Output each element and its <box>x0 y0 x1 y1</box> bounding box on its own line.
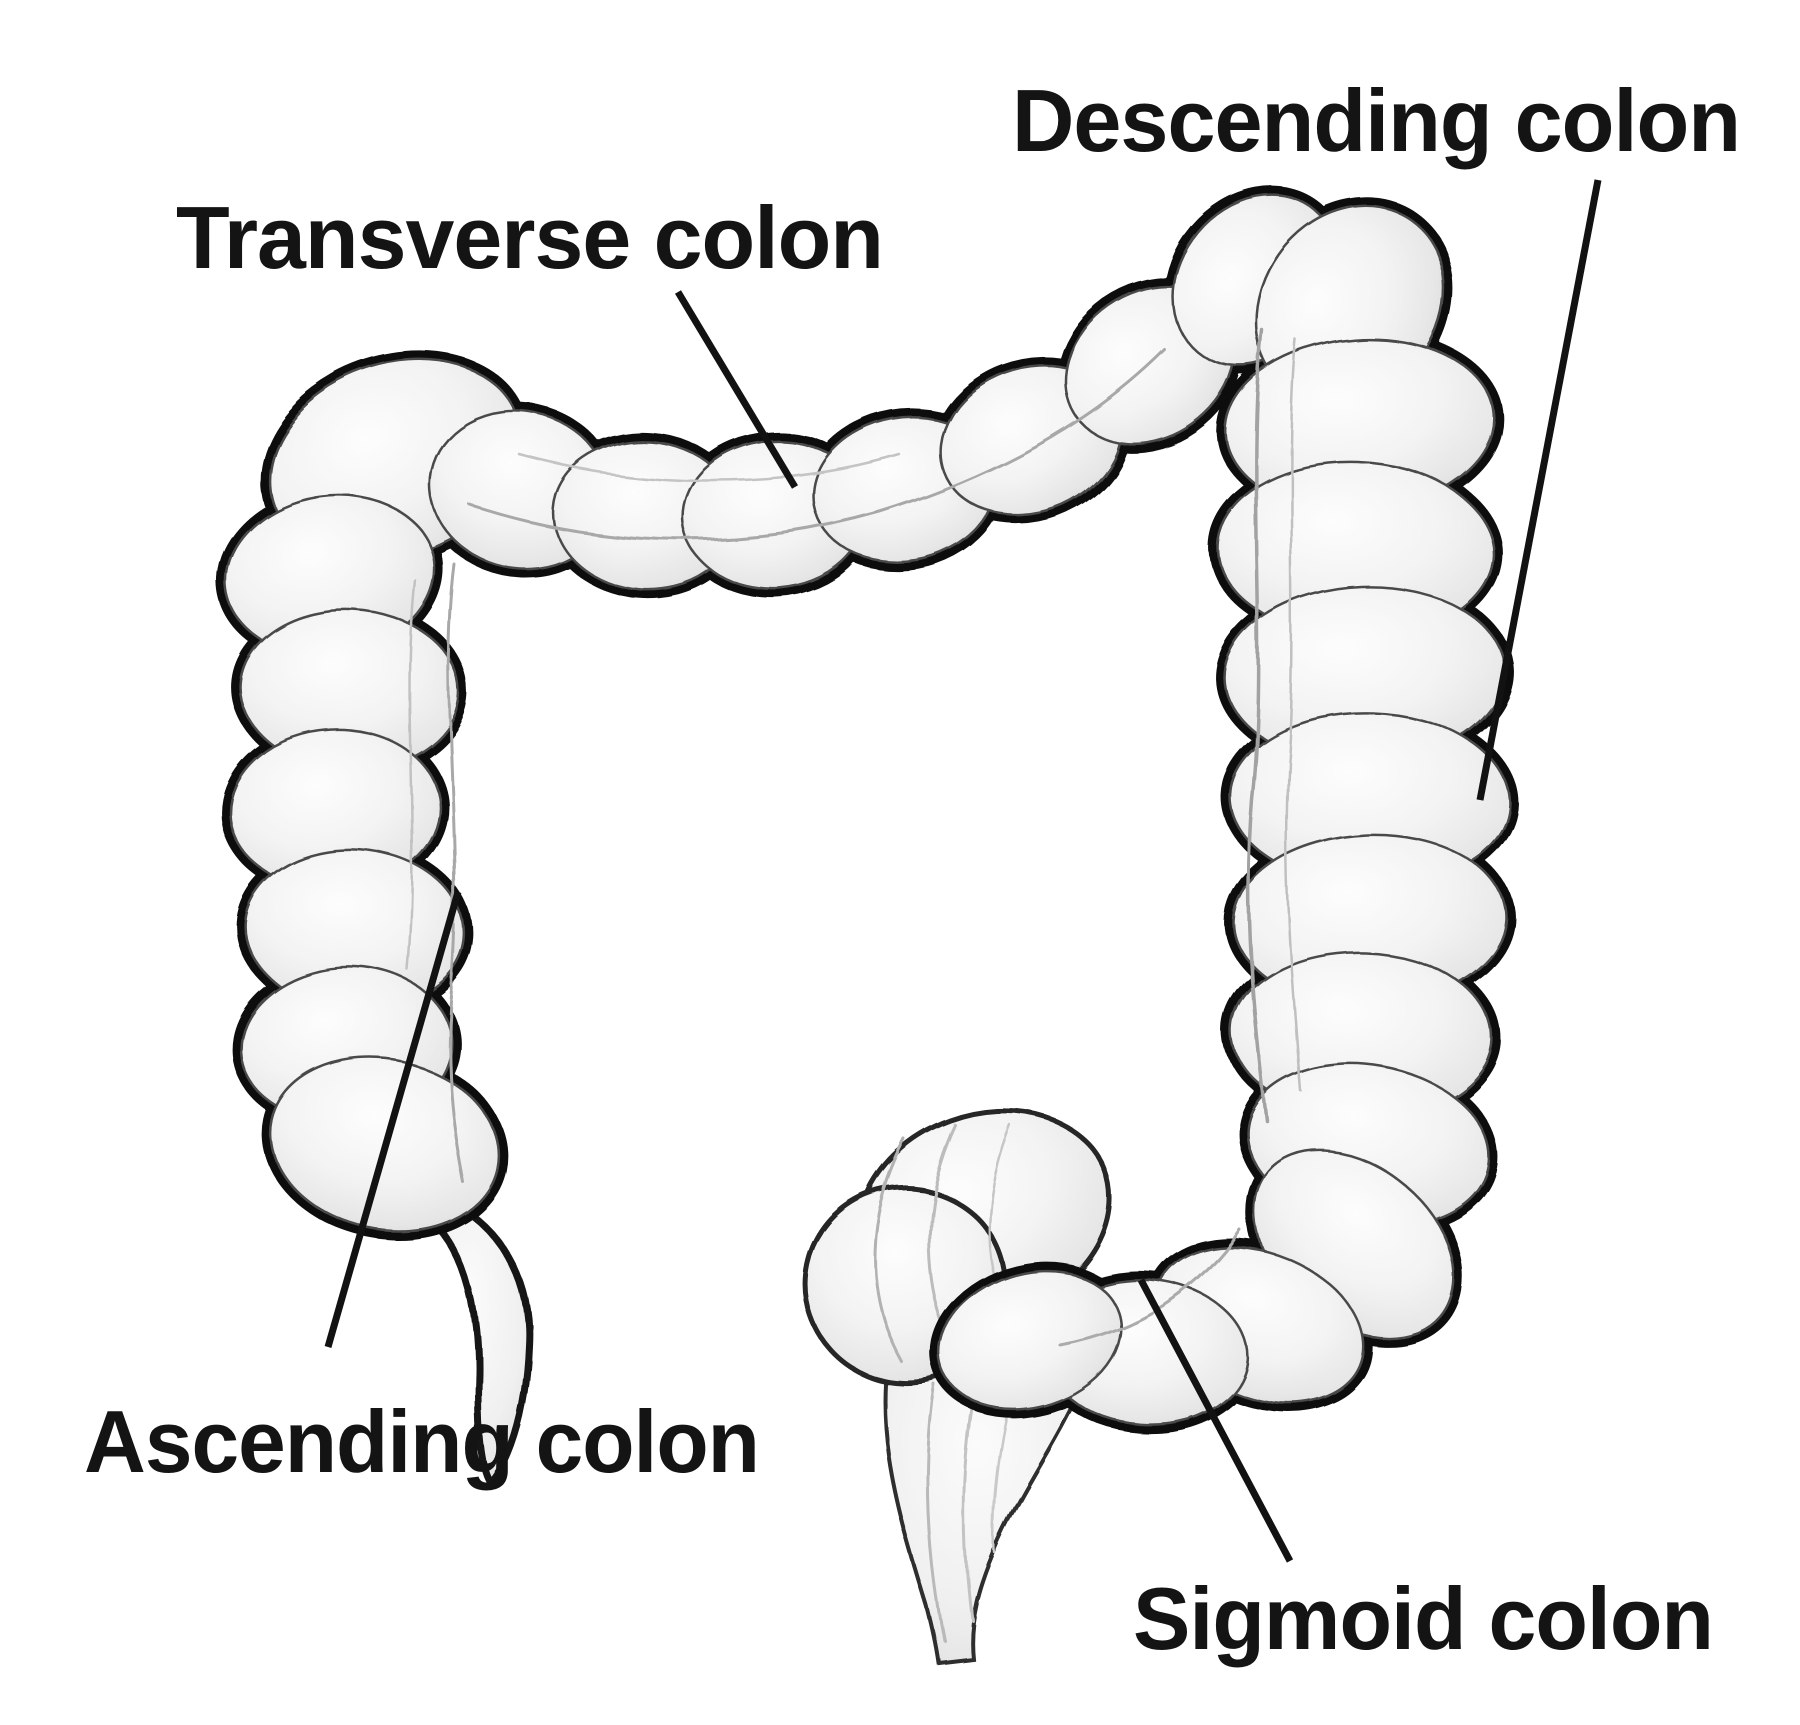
ascending-colon-leader-line <box>324 891 462 1348</box>
descending-colon-label: Descending colon <box>1012 71 1740 170</box>
sigmoid-colon-leader-line <box>1137 1278 1294 1563</box>
annotations: Transverse colon Descending colon Ascend… <box>84 71 1741 1668</box>
transverse-colon-leader-line <box>674 290 799 489</box>
sigmoid-colon-label: Sigmoid colon <box>1133 1569 1713 1668</box>
descending-colon-leader-line <box>1476 179 1602 801</box>
fold-details <box>406 328 1302 1347</box>
colon-haustra <box>224 193 1512 1426</box>
transverse-colon-label: Transverse colon <box>176 188 883 287</box>
appendix-illustration <box>420 1193 532 1488</box>
colon-illustration <box>216 185 1519 1665</box>
ascending-colon-label: Ascending colon <box>84 1392 759 1491</box>
